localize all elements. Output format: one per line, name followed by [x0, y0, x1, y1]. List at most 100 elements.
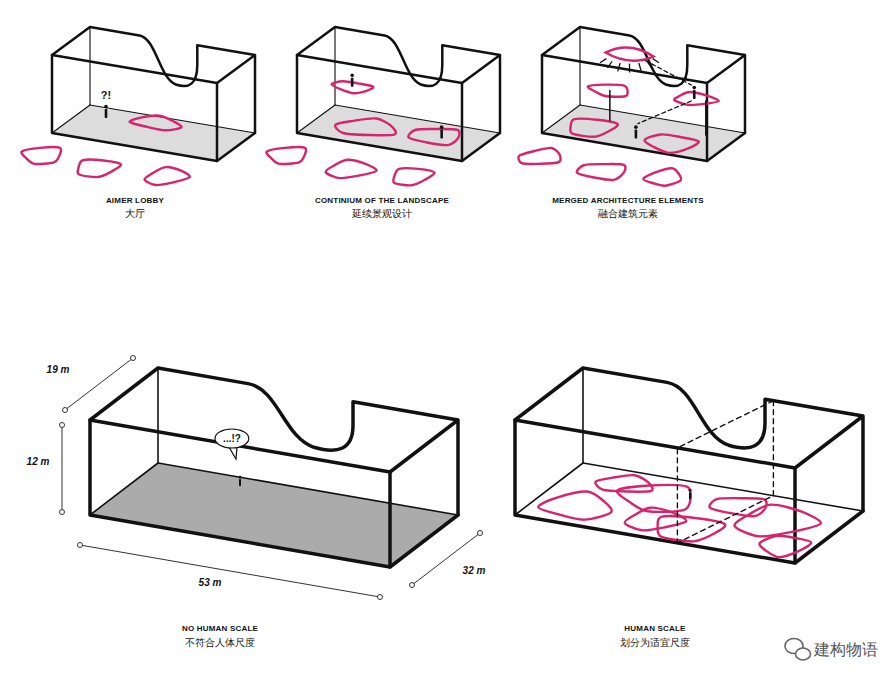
glass-volume [515, 368, 863, 563]
landscape-loop [759, 536, 811, 557]
box-edge [461, 83, 464, 161]
wavy-back-wall [90, 27, 255, 86]
landscape-loop [570, 119, 618, 137]
bubble-text: ...!? [223, 433, 241, 444]
dimension-label: 12 m [27, 456, 50, 468]
landscape-loop [393, 168, 434, 185]
glass-volume [52, 27, 255, 161]
glass-volume [297, 27, 500, 161]
landscape-loop [130, 116, 182, 131]
landscape-loop [674, 92, 719, 105]
landscape-loop [595, 475, 652, 492]
caption-en: NO HUMAN SCALE [182, 624, 258, 634]
floor-plane [297, 105, 500, 161]
box-edge [297, 27, 500, 133]
caption-zh: 融合建筑元素 [598, 208, 658, 220]
box-edge [89, 27, 90, 105]
dimension-label: 32 m [463, 565, 486, 577]
wavy-back-wall [580, 27, 745, 86]
support-column [705, 101, 707, 135]
caption-en: CONTINIUM OF THE LANDSCAPE [315, 196, 449, 206]
dimension-line [63, 356, 136, 413]
caption-zh: 划分为适宜尺度 [620, 637, 690, 649]
box-edge [90, 368, 458, 515]
floor-plane [90, 463, 458, 567]
box-edge [580, 105, 745, 133]
box-edge [157, 368, 159, 463]
human-figure [634, 125, 638, 138]
landscape-loop [577, 164, 626, 180]
caption-en: HUMAN SCALE [624, 624, 685, 634]
floor-plane [542, 105, 745, 161]
landscape-loop [408, 129, 459, 145]
box-edge [793, 468, 797, 563]
wavy-back-wall [583, 368, 863, 448]
landscape-loop [326, 160, 377, 178]
landscape-loop [588, 85, 628, 97]
human-figure [440, 125, 444, 138]
caption-zh: 大厅 [125, 208, 145, 220]
box-edge [90, 463, 158, 515]
floor-plane [52, 105, 255, 161]
landscape-loop [21, 147, 61, 164]
dimension-line [410, 531, 483, 588]
dimension-label: 19 m [47, 364, 70, 376]
box-edge [158, 463, 458, 515]
dimension-label: 53 m [199, 577, 222, 589]
watermark: 建构物语 [814, 640, 878, 659]
box-edge [216, 83, 219, 161]
landscape-loop [658, 516, 726, 541]
sight-line [638, 101, 691, 124]
caption-zh: 不符合人体尺度 [185, 637, 255, 649]
caption-en: AIMER LOBBY [106, 196, 164, 206]
box-edge [297, 105, 335, 133]
speech-bubble: ...!? [215, 429, 249, 448]
division-plane [677, 401, 773, 543]
landscape-loop [643, 168, 681, 185]
box-edge [52, 105, 90, 133]
caption-en: MERGED ARCHITECTURE ELEMENTS [552, 196, 704, 206]
human-figure [104, 105, 108, 118]
caption-zh: 延续景观设计 [352, 208, 412, 220]
division-plane [677, 401, 773, 543]
landscape-loop [78, 160, 121, 177]
wavy-back-wall [335, 27, 500, 86]
human-figure [350, 74, 354, 87]
landscape-loop [335, 118, 396, 135]
landscape-loop [625, 508, 687, 531]
landscape-loop [735, 505, 821, 537]
box-edge [542, 55, 745, 161]
sight-line [646, 61, 692, 85]
human-figure [689, 489, 692, 499]
bubble-tail [229, 447, 237, 459]
box-edge [579, 27, 580, 105]
box-edge [583, 463, 863, 511]
box-edge [90, 105, 255, 133]
floor-plane [515, 463, 863, 563]
box-edge [52, 27, 255, 133]
landscape-loop [518, 148, 560, 164]
box-edge [90, 420, 458, 567]
exclamation: ?! [101, 89, 111, 102]
box-edge [52, 55, 255, 161]
glass-volume [542, 27, 745, 161]
dimension-line [78, 543, 383, 600]
support-column [609, 90, 611, 120]
landscape-loop [538, 491, 611, 519]
box-edge [297, 55, 500, 161]
landscape-loop [644, 134, 698, 153]
human-figure [239, 476, 242, 486]
box-edge [388, 472, 392, 567]
box-edge [515, 463, 583, 515]
box-edge [542, 27, 745, 133]
glass-volume [90, 368, 458, 567]
box-edge [582, 368, 584, 463]
landscape-loop [144, 167, 189, 185]
box-edge [334, 27, 335, 105]
skylight-eye [600, 47, 659, 72]
human-figure [692, 86, 696, 99]
box-edge [515, 368, 863, 511]
watermark-icon [785, 639, 811, 661]
dimension-line [60, 423, 65, 515]
